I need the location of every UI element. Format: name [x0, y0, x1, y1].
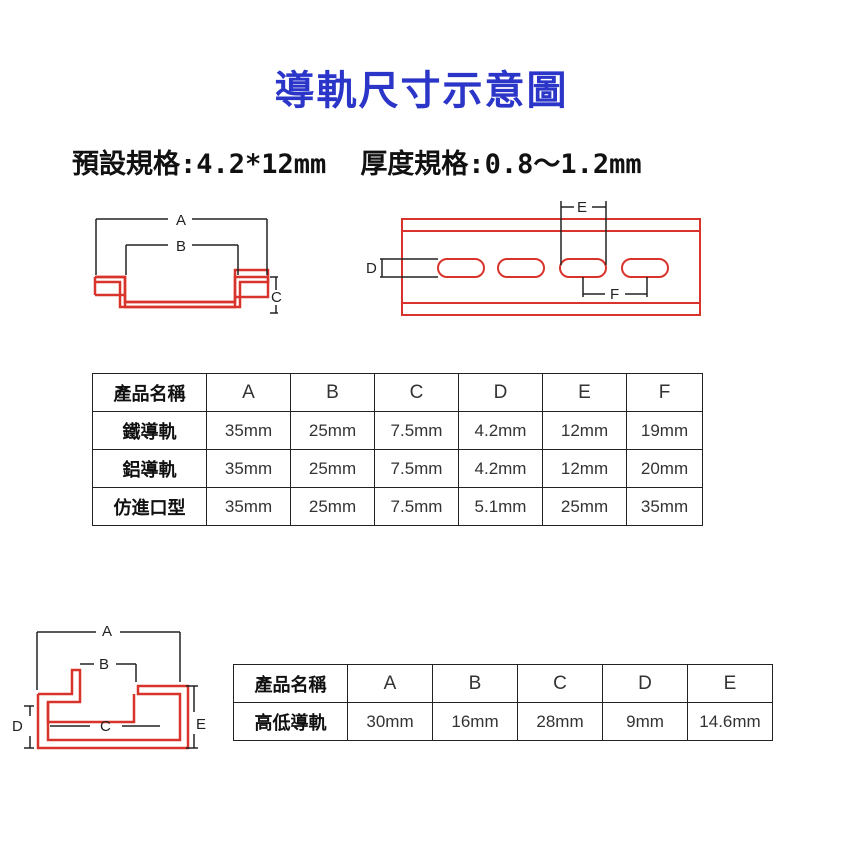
- value-c: 7.5mm: [374, 411, 459, 450]
- label-e: E: [196, 716, 206, 733]
- spec-line: 預設規格:4.2*12mm 厚度規格:0.8～1.2mm: [72, 142, 642, 181]
- table-row: 仿進口型 35mm 25mm 7.5mm 5.1mm 25mm 35mm: [92, 487, 703, 526]
- header-product-name: 產品名稱: [233, 664, 348, 703]
- value-c: 7.5mm: [374, 449, 459, 488]
- rail-dimensions-table: 產品名稱 A B C D E F 鐵導軌 35mm 25mm 7.5mm 4.2…: [92, 373, 703, 526]
- value-a: 35mm: [206, 449, 291, 488]
- value-f: 19mm: [626, 411, 703, 450]
- header-d: D: [458, 373, 543, 412]
- value-d: 9mm: [602, 702, 688, 741]
- header-b: B: [432, 664, 518, 703]
- high-low-rail-diagram: A B C D E: [12, 623, 206, 750]
- label-d: D: [12, 718, 23, 735]
- dimension-a: [36, 631, 181, 690]
- label-b: B: [99, 656, 109, 673]
- value-f: 35mm: [626, 487, 703, 526]
- value-e: 12mm: [542, 411, 627, 450]
- dimension-d: [380, 258, 438, 278]
- header-c: C: [517, 664, 603, 703]
- rail-slot: [621, 258, 669, 278]
- value-a: 35mm: [206, 487, 291, 526]
- value-d: 4.2mm: [458, 411, 543, 450]
- label-f: F: [610, 286, 619, 303]
- high-low-rail-outline: [36, 668, 190, 750]
- value-a: 30mm: [347, 702, 433, 741]
- label-b: B: [176, 238, 186, 255]
- default-spec: 預設規格:4.2*12mm: [72, 149, 327, 180]
- dimension-b: [125, 244, 239, 275]
- header-c: C: [374, 373, 459, 412]
- header-e: E: [542, 373, 627, 412]
- slotted-rail-diagram: D E F: [366, 199, 701, 316]
- high-low-rail-table: 產品名稱 A B C D E 高低導軌 30mm 16mm 28mm 9mm 1…: [233, 664, 773, 741]
- label-d: D: [366, 260, 377, 277]
- value-c: 28mm: [517, 702, 603, 741]
- dimension-b: [80, 663, 137, 682]
- value-b: 25mm: [290, 411, 375, 450]
- value-b: 25mm: [290, 449, 375, 488]
- dimension-c: [270, 276, 278, 314]
- label-a: A: [176, 212, 186, 229]
- high-low-rail-inner: [46, 694, 136, 724]
- header-a: A: [206, 373, 291, 412]
- product-name: 鋁導軌: [92, 449, 207, 488]
- value-a: 35mm: [206, 411, 291, 450]
- hat-rail-profile-diagram: A B C: [93, 212, 282, 314]
- label-c: C: [271, 289, 282, 306]
- product-name: 高低導軌: [233, 702, 348, 741]
- value-e: 14.6mm: [687, 702, 773, 741]
- value-d: 5.1mm: [458, 487, 543, 526]
- rail-profile-outer: [95, 275, 270, 309]
- thickness-spec: 厚度規格:0.8～1.2mm: [360, 149, 642, 180]
- header-a: A: [347, 664, 433, 703]
- value-e: 25mm: [542, 487, 627, 526]
- value-d: 4.2mm: [458, 449, 543, 488]
- dimension-e: [560, 201, 607, 265]
- value-c: 7.5mm: [374, 487, 459, 526]
- header-b: B: [290, 373, 375, 412]
- header-product-name: 產品名稱: [92, 373, 207, 412]
- product-name: 鐵導軌: [92, 411, 207, 450]
- dimension-e: [186, 685, 198, 749]
- dimension-d: [24, 705, 34, 749]
- table-header-row: 產品名稱 A B C D E F: [92, 373, 703, 412]
- label-e: E: [577, 199, 587, 216]
- product-name: 仿進口型: [92, 487, 207, 526]
- header-d: D: [602, 664, 688, 703]
- rail-slot: [497, 258, 545, 278]
- rail-slot: [559, 258, 607, 278]
- value-b: 25mm: [290, 487, 375, 526]
- header-e: E: [687, 664, 773, 703]
- table-row: 鐵導軌 35mm 25mm 7.5mm 4.2mm 12mm 19mm: [92, 411, 703, 450]
- rail-body: [401, 218, 701, 316]
- table-row: 鋁導軌 35mm 25mm 7.5mm 4.2mm 12mm 20mm: [92, 449, 703, 488]
- value-e: 12mm: [542, 449, 627, 488]
- page-title: 導軌尺寸示意圖: [274, 68, 569, 114]
- label-c: C: [100, 718, 111, 735]
- value-b: 16mm: [432, 702, 518, 741]
- label-a: A: [102, 623, 112, 640]
- rail-slot: [437, 258, 485, 278]
- value-f: 20mm: [626, 449, 703, 488]
- table-row: 高低導軌 30mm 16mm 28mm 9mm 14.6mm: [233, 702, 773, 741]
- dimension-a: [95, 218, 268, 275]
- header-f: F: [626, 373, 703, 412]
- table-header-row: 產品名稱 A B C D E: [233, 664, 773, 703]
- dimension-f: [582, 277, 648, 297]
